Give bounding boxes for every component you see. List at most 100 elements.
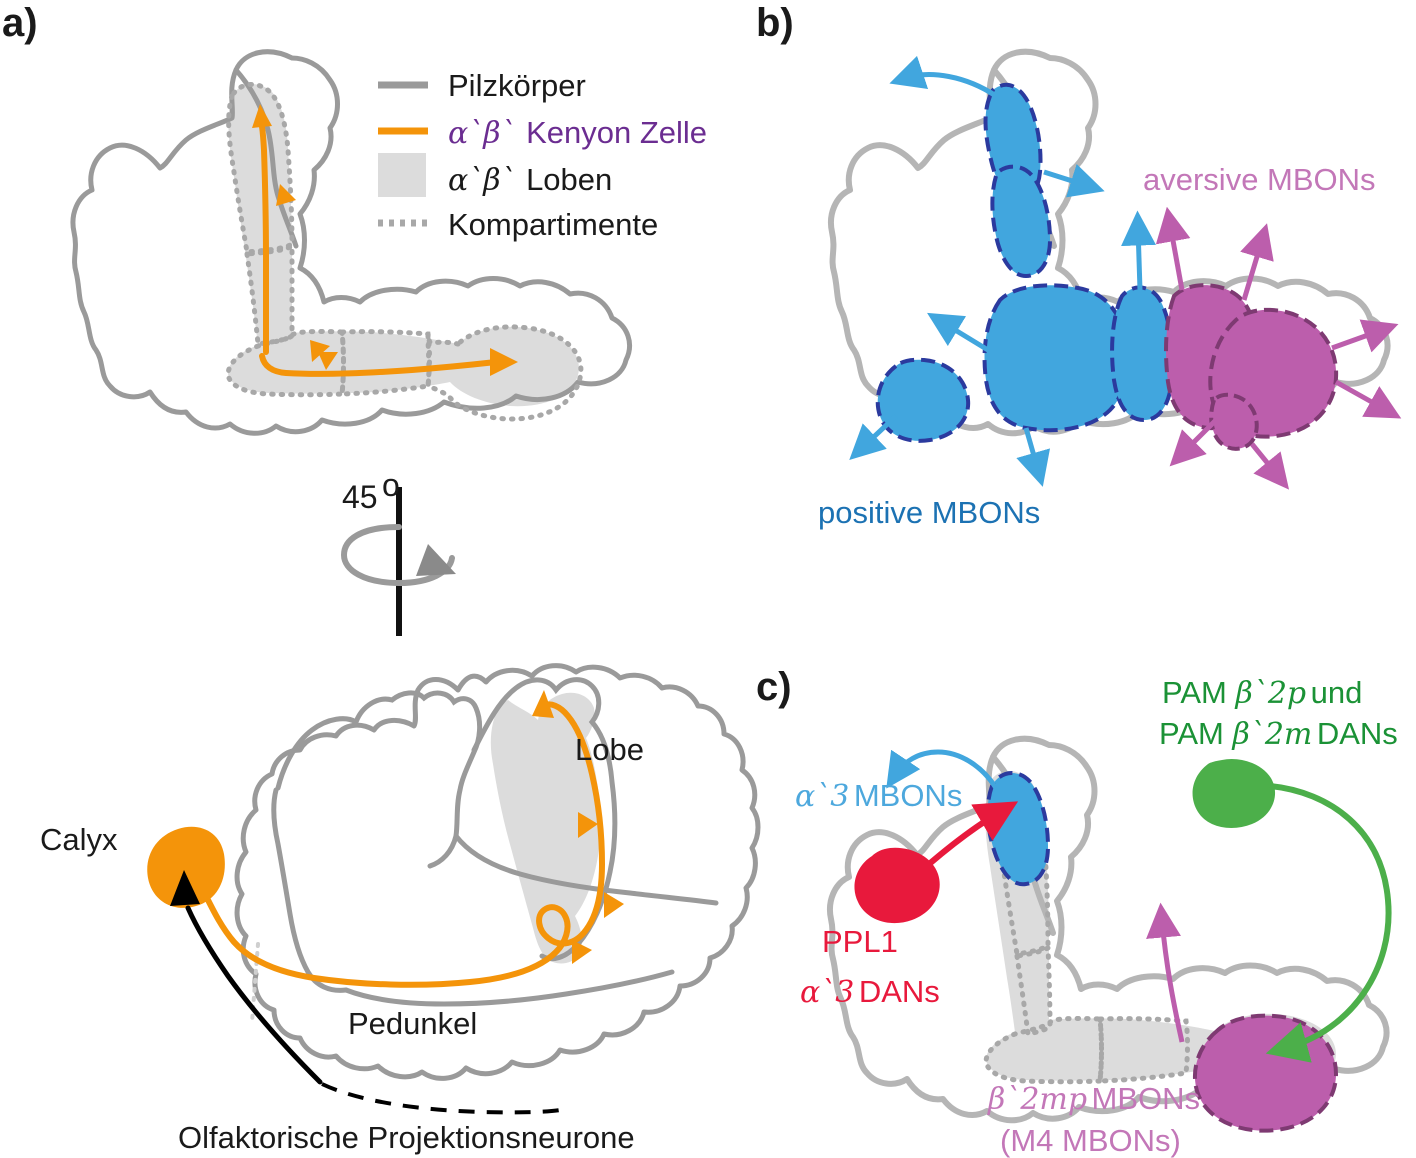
- mbon-blue-compartment-left-oval: [875, 357, 971, 443]
- label-alpha3-mbons: α`3 MBONs: [795, 778, 962, 814]
- panel-c-red-ppl1-blob: [854, 847, 940, 924]
- legend-panel-a: Pilzkörper α`β` Kenyon Zelle α`β` Loben …: [378, 68, 707, 242]
- rotation-indicator: 45 o: [340, 467, 456, 636]
- panel-a-top: a) Pilzkörper α`β` Kenyon Zelle α`β` Lob…: [2, 1, 707, 436]
- kenyon-cell-arrowhead-right-end: [490, 348, 518, 376]
- label-alpha3-dans-greek: α`3: [800, 975, 854, 1010]
- rotation-degree-symbol: o: [382, 467, 400, 503]
- label-pam-b2m-dans: PAM β`2m DANs: [1159, 716, 1398, 752]
- label-alpha3-dans-suffix: DANs: [859, 974, 940, 1009]
- pedunkel-lower-contour: [343, 969, 675, 1007]
- label-lobe: Lobe: [575, 732, 644, 767]
- label-m4-mbons: (M4 MBONs): [1000, 1123, 1181, 1158]
- panel-c-magenta-b2mp-compartment: [1192, 1013, 1339, 1133]
- label-aversive-mbons: aversive MBONs: [1143, 162, 1376, 197]
- label-positive-mbons: positive MBONs: [818, 495, 1040, 530]
- mushroom-body-inner-notch: [233, 67, 299, 249]
- mbon-magenta-arrow-top-2: [1240, 223, 1274, 301]
- mushroom-body-outline-rotated: [234, 663, 761, 1081]
- panel-c-dotted-compartment-horizontal-left: [983, 1016, 1104, 1085]
- label-beta2mp-greek: β`2mp: [987, 1082, 1087, 1117]
- mbon-blue-arrow-upper-left: [889, 55, 998, 99]
- kenyon-cell-arrowhead-down-mid: [318, 352, 338, 370]
- kenyon-cell-path-vertical: [257, 115, 270, 355]
- legend-kenyon-zelle-word: Kenyon Zelle: [526, 115, 707, 150]
- calyx-orange-blob: [147, 826, 225, 908]
- mbon-blue-compartment-large-center: [982, 283, 1130, 433]
- label-pedunkel: Pedunkel: [348, 1006, 477, 1041]
- label-pam-prefix-2: PAM: [1159, 716, 1233, 751]
- legend-greek-ab-2: α`β`: [448, 163, 516, 198]
- panel-a-letter: a): [2, 1, 38, 45]
- label-beta2m-greek: β`2m: [1232, 717, 1313, 752]
- mbon-blue-arrow-left-diagonal: [927, 312, 990, 353]
- mbon-blue-compartment-narrow: [1110, 285, 1175, 423]
- calyx-inner-contour: [271, 787, 349, 993]
- label-alpha3-greek: α`3: [795, 779, 849, 814]
- panel-c-green-pam-blob: [1192, 758, 1276, 828]
- compartment-dotted-vertical-upper: [226, 82, 295, 255]
- mbon-magenta-compartment-lower-tail: [1209, 392, 1259, 451]
- panel-c-red-dan-arrow: [895, 801, 1019, 895]
- compartment-dotted-horizontal-left: [225, 329, 346, 398]
- label-b2mp-mbons-suffix: MBONs: [1092, 1081, 1201, 1116]
- panel-b: b): [756, 1, 1402, 530]
- compartment-dotted-bulb: [425, 324, 584, 422]
- label-calyx: Calyx: [40, 822, 118, 857]
- label-pam-prefix-1: PAM: [1162, 675, 1236, 710]
- panel-c-magenta-mbon-arrow: [1146, 902, 1185, 1043]
- legend-label-pilzkoerper: Pilzkörper: [448, 68, 586, 103]
- mbon-magenta-arrow-right-1: [1331, 319, 1399, 353]
- label-beta2p-greek: β`2p: [1235, 676, 1307, 711]
- label-pam-b2p-und: PAM β`2p und: [1162, 675, 1362, 711]
- panel-c-blue-mbon-arrow: [886, 749, 999, 790]
- mbon-magenta-arrow-bottom-2: [1250, 442, 1290, 490]
- panel-c-dotted-compartment-horizontal-mid: [1097, 1016, 1190, 1084]
- compartment-dotted-horizontal-mid: [339, 329, 432, 397]
- panel-b-letter: b): [756, 1, 794, 45]
- mbon-blue-arrow-bottom-center: [1016, 427, 1051, 487]
- kenyon-arrowhead-lobe-low: [604, 892, 624, 918]
- lobe-fill-rotated: [490, 692, 601, 964]
- legend-greek-ab-1: α`β`: [448, 116, 516, 151]
- pedunkel-upper-contour: [453, 833, 719, 906]
- rotation-arrowhead: [416, 544, 456, 576]
- legend-label-kenyon-zelle: α`β` Kenyon Zelle: [448, 115, 707, 151]
- mbon-magenta-arrow-top-1: [1155, 206, 1191, 291]
- olfactory-projection-arrow: [185, 905, 323, 1085]
- panel-a-bottom: Calyx Lobe Pedunkel Olfaktorische Projek…: [40, 663, 761, 1155]
- label-ppl1: PPL1: [822, 924, 898, 959]
- kenyon-cell-path-horizontal: [259, 353, 499, 377]
- panel-c: c): [756, 665, 1398, 1158]
- label-olfaktorische-projektionsneurone: Olfaktorische Projektionsneurone: [178, 1120, 635, 1155]
- kenyon-cell-arrowhead-up-top: [252, 104, 272, 128]
- mbon-blue-compartment-alpha2: [990, 164, 1053, 279]
- label-pam-dans-suffix: DANs: [1317, 716, 1398, 751]
- label-b2mp-mbons: β`2mp MBONs: [987, 1081, 1200, 1117]
- kenyon-arrowhead-lobe-mid: [578, 812, 598, 838]
- rotation-ellipse-arc: [340, 524, 455, 587]
- label-alpha3-dans: α`3 DANs: [800, 974, 940, 1010]
- panel-c-dotted-compartment-2: [1014, 944, 1053, 1037]
- legend-swatch-box-gray: [378, 153, 426, 197]
- legend-label-loben: α`β` Loben: [448, 162, 612, 198]
- mbon-magenta-arrow-right-2: [1334, 379, 1402, 419]
- kenyon-cell-arrowhead-mid: [276, 184, 296, 206]
- kenyon-arrowhead-lobe-bottom: [572, 940, 592, 964]
- kenyon-arrowhead-lobe-top: [532, 690, 554, 718]
- panel-c-green-pam-arrow: [1265, 783, 1392, 1063]
- mbon-magenta-arrow-bottom-1: [1169, 418, 1218, 467]
- label-und-suffix: und: [1311, 675, 1363, 710]
- legend-label-kompartimente: Kompartimente: [448, 207, 658, 242]
- olfactory-projection-dashed-tail: [321, 1082, 561, 1115]
- mbon-blue-arrow-upper-right: [1043, 164, 1105, 198]
- kenyon-axon-path-rotated: [203, 701, 606, 988]
- panel-c-mushroom-outline: [827, 735, 1390, 1124]
- olfactory-projection-arrowhead: [170, 870, 200, 906]
- mushroom-body-outline-top: [70, 49, 632, 436]
- rotation-angle-label: 45 o: [342, 467, 400, 515]
- panel-c-letter: c): [756, 665, 792, 709]
- mbon-blue-arrow-bottom-left-oval: [849, 414, 898, 460]
